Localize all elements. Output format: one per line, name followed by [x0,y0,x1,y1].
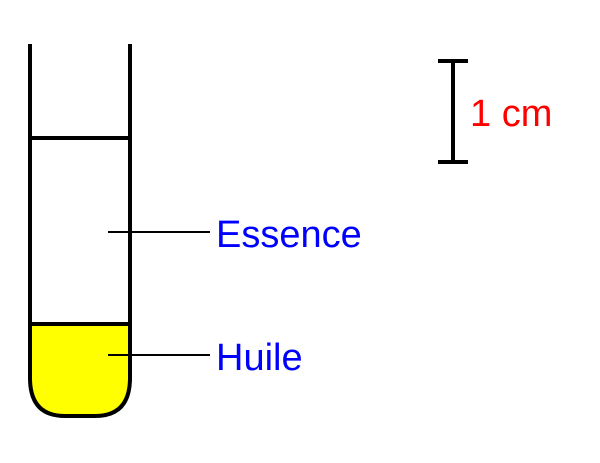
essence-label: Essence [216,214,362,256]
scale-label: 1 cm [470,93,552,135]
scale-bar [438,59,468,164]
test-tube-outline [28,44,132,418]
huile-label: Huile [216,337,303,379]
oil-layer [30,324,130,416]
